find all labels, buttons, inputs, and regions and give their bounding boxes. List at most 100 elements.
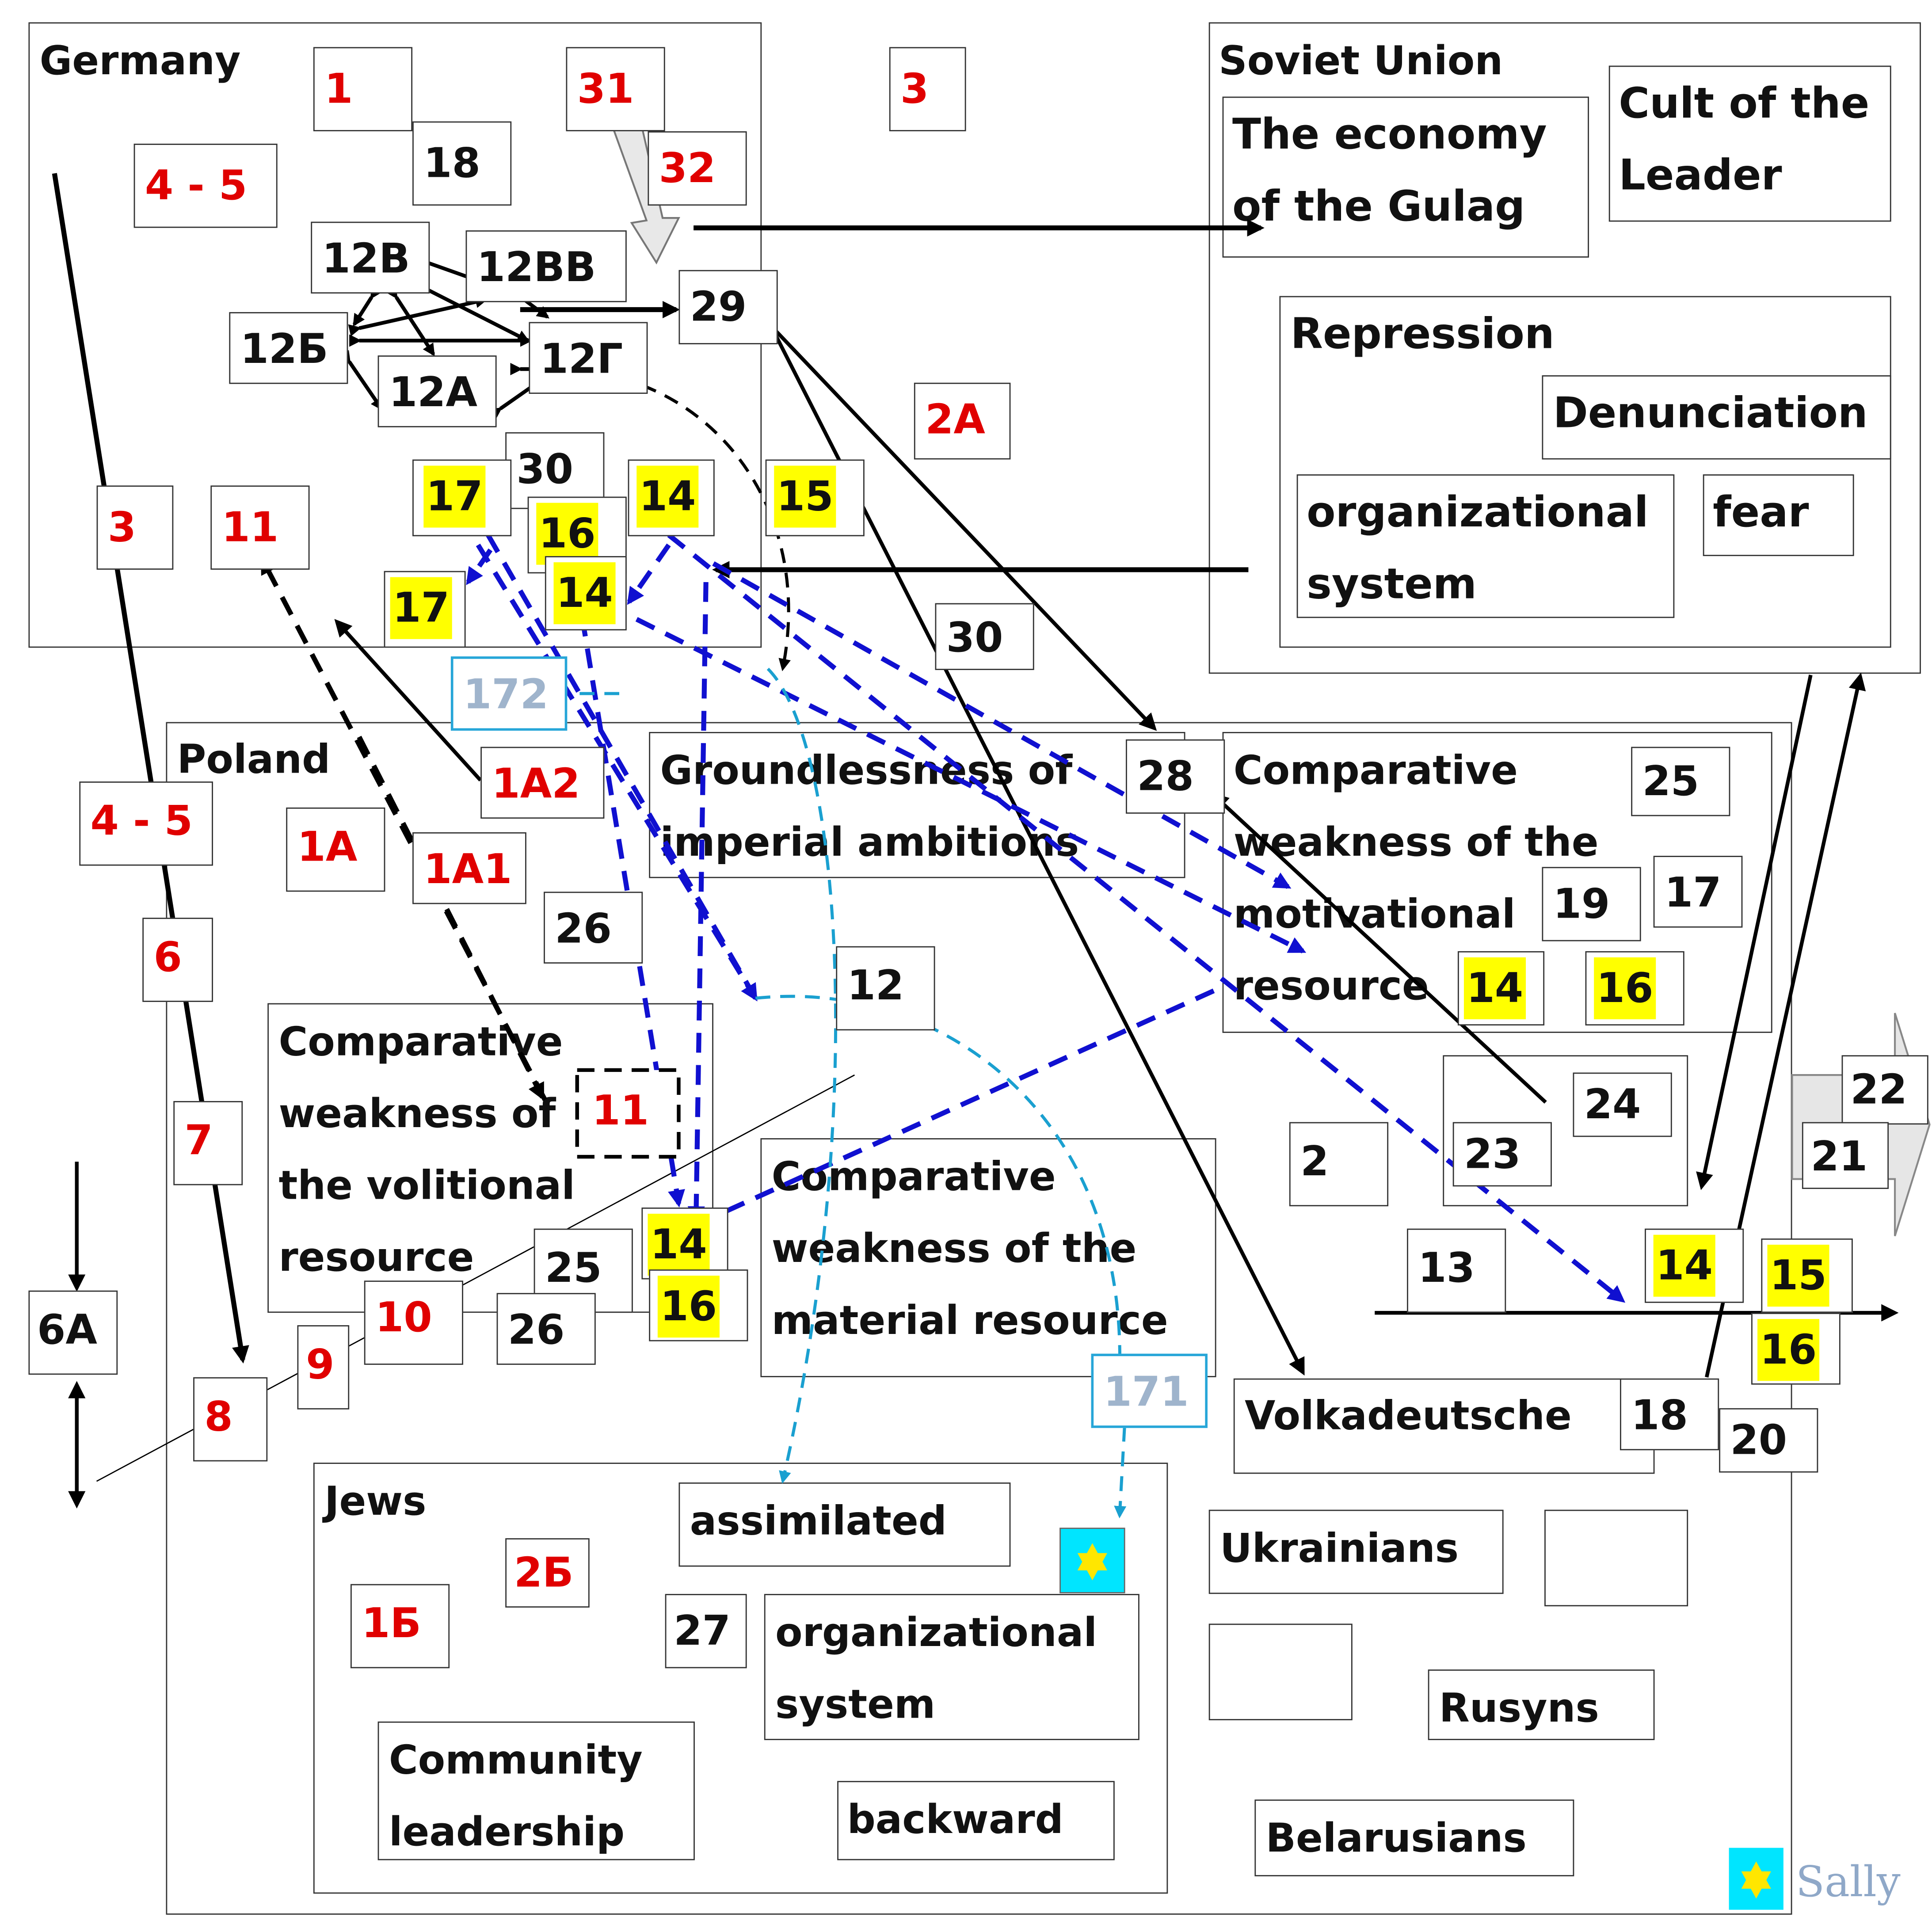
box-23-24-group xyxy=(1443,1055,1688,1207)
cult-line2: Leader xyxy=(1619,151,1782,201)
repression-label: Repression xyxy=(1290,309,1555,359)
num-20: 20 xyxy=(1719,1408,1818,1473)
motivational-box xyxy=(1222,732,1772,1033)
material-line2: weakness of the xyxy=(771,1225,1137,1272)
backward-label: backward xyxy=(847,1795,1063,1843)
ukrainians-box xyxy=(1208,1509,1504,1594)
legend-star-icon xyxy=(1729,1848,1783,1910)
cult-line1: Cult of the xyxy=(1619,79,1870,129)
denunciation-label: Denunciation xyxy=(1553,389,1868,438)
num-1A2: 1A2 xyxy=(480,747,605,819)
num-26-a: 26 xyxy=(544,892,643,964)
num-172: 172 xyxy=(450,656,568,731)
volitional-line2: weakness of xyxy=(278,1090,556,1137)
num-26-b: 26 xyxy=(496,1293,596,1365)
empty-box-2 xyxy=(1208,1623,1353,1720)
num-12G: 12Г xyxy=(529,322,648,394)
num-1B: 1Б xyxy=(350,1584,450,1669)
soviet-org-system-box xyxy=(1296,474,1675,618)
fear-label: fear xyxy=(1713,488,1809,538)
num-8: 8 xyxy=(193,1377,268,1462)
num-11-volitional: 11 xyxy=(592,1086,649,1135)
gulag-line2: of the Gulag xyxy=(1232,182,1525,232)
num-25-a: 25 xyxy=(1631,747,1730,816)
volitional-line4: resource xyxy=(278,1233,474,1281)
num-14-b: 14 xyxy=(545,556,627,631)
num-15-b: 15 xyxy=(1761,1238,1853,1313)
num-32: 32 xyxy=(648,131,747,206)
num-6A: 6A xyxy=(28,1290,118,1375)
backward-box xyxy=(837,1781,1115,1860)
community-line1: Community xyxy=(389,1736,643,1783)
num-21: 21 xyxy=(1802,1122,1889,1189)
num-14-c: 14 xyxy=(1457,951,1545,1026)
volitional-line3: the volitional xyxy=(278,1162,575,1209)
material-line3: material resource xyxy=(771,1296,1168,1344)
repression-box xyxy=(1279,296,1891,648)
rusyns-box xyxy=(1428,1669,1655,1740)
community-line2: leadership xyxy=(389,1808,625,1856)
cult-box xyxy=(1608,65,1891,222)
jews-group xyxy=(313,1463,1168,1894)
fear-box xyxy=(1703,474,1854,556)
ukrainians-label: Ukrainians xyxy=(1219,1524,1459,1572)
num-23: 23 xyxy=(1452,1122,1552,1187)
volitional-box xyxy=(267,1003,713,1313)
num-7: 7 xyxy=(173,1101,243,1185)
num-22: 22 xyxy=(1841,1055,1928,1125)
num-12b-cyr: 12Б xyxy=(229,312,348,384)
dashed-to-volitional-11 xyxy=(357,735,545,1101)
arrow-29-28 xyxy=(756,311,1157,731)
num-1A1: 1A1 xyxy=(412,832,526,904)
num-16-a: 16 xyxy=(527,496,627,574)
num-12A: 12A xyxy=(377,355,497,427)
jews-org-line1: organizational xyxy=(775,1608,1097,1656)
num-14-d: 14 xyxy=(641,1207,728,1280)
denunciation-box xyxy=(1542,375,1891,460)
num-10: 10 xyxy=(364,1280,463,1365)
jews-org-line2: system xyxy=(775,1680,936,1728)
num-2B: 2Б xyxy=(505,1538,590,1608)
num-12B: 12B xyxy=(311,221,430,294)
num-4-5-germany: 4 - 5 xyxy=(133,144,278,228)
assimilated-label: assimilated xyxy=(690,1497,947,1545)
motivational-line2: weakness of the xyxy=(1233,819,1599,866)
num-17-c: 17 xyxy=(1653,856,1743,928)
jews-title: Jews xyxy=(324,1477,427,1525)
volkadeutsche-label: Volkadeutsche xyxy=(1245,1392,1572,1439)
motivational-line3: motivational xyxy=(1233,890,1516,938)
num-27: 27 xyxy=(665,1594,747,1669)
material-line1: Comparative xyxy=(771,1153,1056,1200)
num-12BB: 12BB xyxy=(465,230,627,302)
assimilated-box xyxy=(678,1482,1011,1567)
poland-title: Poland xyxy=(177,735,331,783)
num-18-volk: 18 xyxy=(1620,1378,1719,1451)
num-31: 31 xyxy=(566,47,665,132)
num-3-left: 3 xyxy=(96,485,174,570)
arrow-1a2-11 xyxy=(334,619,482,782)
community-box xyxy=(377,1721,695,1860)
num-1A: 1A xyxy=(286,807,385,892)
material-box xyxy=(760,1138,1216,1377)
num-16-c: 16 xyxy=(649,1269,748,1341)
num-15-a: 15 xyxy=(765,459,865,537)
num-30-germany: 30 xyxy=(505,432,605,509)
germany-title: Germany xyxy=(39,37,241,84)
gulag-box xyxy=(1222,96,1589,258)
num-17-b: 17 xyxy=(384,571,466,648)
num-12: 12 xyxy=(836,946,935,1031)
jews-org-system-box xyxy=(764,1594,1139,1740)
num-4-5-poland: 4 - 5 xyxy=(79,781,213,866)
star-of-david-icon xyxy=(1059,1528,1125,1593)
empty-box-1 xyxy=(1544,1509,1688,1607)
arrow-24-28 xyxy=(1211,793,1547,1104)
groundlessness-line2: imperial ambitions xyxy=(660,819,1079,866)
num-171: 171 xyxy=(1091,1353,1208,1428)
num-18-germany: 18 xyxy=(412,121,512,206)
num-16-d: 16 xyxy=(1751,1313,1841,1385)
soviet-title: Soviet Union xyxy=(1219,37,1503,84)
num-16-b: 16 xyxy=(1585,951,1684,1026)
arrow-soviet-23 xyxy=(1696,674,1813,1190)
num-14-e: 14 xyxy=(1645,1228,1744,1303)
